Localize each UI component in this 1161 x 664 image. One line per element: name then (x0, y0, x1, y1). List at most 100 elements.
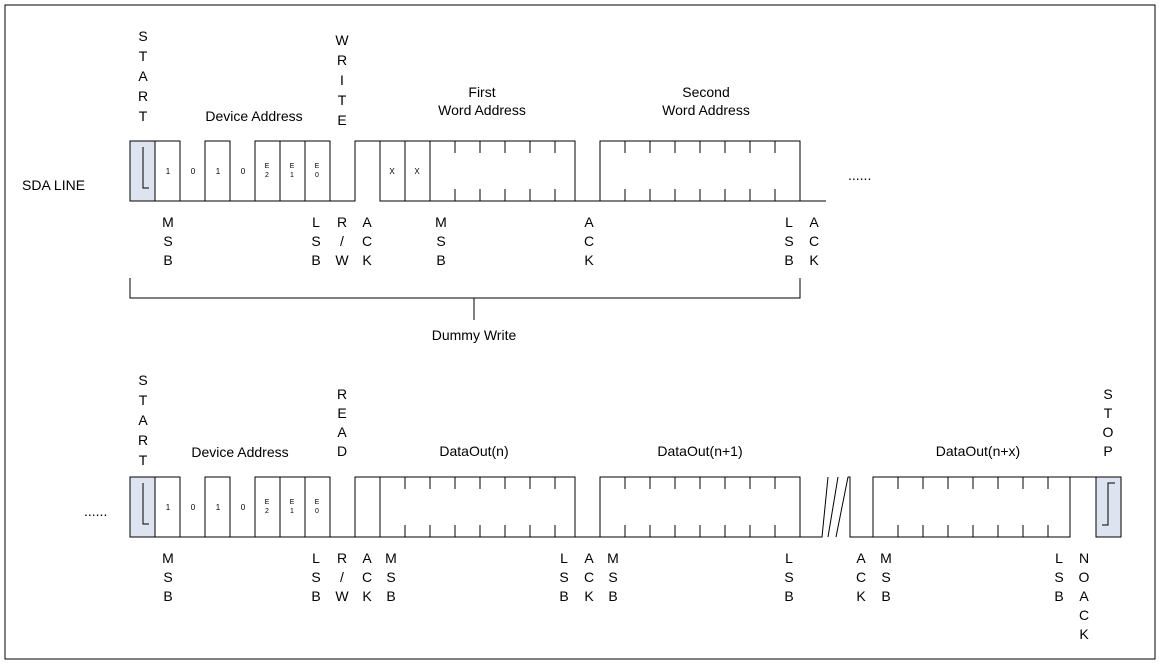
dummy-write-bracket (129, 278, 801, 320)
svg-text:S: S (608, 569, 617, 585)
svg-text:K: K (809, 252, 819, 268)
svg-text:A: A (138, 412, 148, 428)
svg-text:P: P (1103, 443, 1112, 459)
svg-text:2: 2 (265, 508, 269, 515)
svg-text:M: M (385, 550, 397, 566)
svg-text:A: A (856, 550, 866, 566)
data-out-nx-bits (872, 476, 1096, 538)
svg-text:K: K (584, 588, 594, 604)
svg-text:I: I (340, 72, 344, 88)
start-label-read: S T A R T (138, 372, 148, 468)
svg-text:T: T (338, 92, 347, 108)
svg-text:C: C (1079, 607, 1089, 623)
svg-text:A: A (362, 214, 372, 230)
svg-text:/: / (340, 569, 344, 585)
svg-text:B: B (784, 588, 793, 604)
svg-text:L: L (312, 550, 320, 566)
device-address-label-write: Device Address (205, 108, 302, 124)
dummy-write-label: Dummy Write (432, 327, 517, 343)
svg-text:S: S (1054, 569, 1063, 585)
svg-text:D: D (337, 443, 347, 459)
svg-text:B: B (436, 252, 445, 268)
svg-text:E: E (290, 499, 295, 506)
svg-text:W: W (335, 588, 349, 604)
svg-text:A: A (584, 550, 594, 566)
svg-text:R: R (138, 432, 148, 448)
svg-text:T: T (139, 392, 148, 408)
svg-text:C: C (809, 233, 819, 249)
svg-text:E: E (337, 112, 346, 128)
svg-text:K: K (584, 252, 594, 268)
svg-text:R: R (138, 88, 148, 104)
svg-text:B: B (1054, 588, 1063, 604)
bit-markers-write: M S B L S B R / W A C K M S B A C K L S … (162, 214, 819, 268)
svg-text:C: C (362, 569, 372, 585)
svg-text:R: R (337, 52, 347, 68)
read-label: R E A D (337, 386, 347, 459)
svg-text:A: A (362, 550, 372, 566)
svg-text:B: B (311, 252, 320, 268)
svg-text:B: B (163, 588, 172, 604)
svg-text:Word Address: Word Address (662, 102, 750, 118)
svg-text:E: E (315, 163, 320, 170)
outer-frame (4, 4, 1156, 660)
svg-text:S: S (784, 569, 793, 585)
svg-text:K: K (856, 588, 866, 604)
svg-text:O: O (1079, 569, 1090, 585)
svg-text:/: / (340, 233, 344, 249)
device-address-label-read: Device Address (191, 444, 288, 460)
svg-text:X: X (414, 167, 420, 176)
svg-text:0: 0 (315, 172, 319, 179)
svg-text:S: S (138, 28, 147, 44)
svg-text:K: K (362, 588, 372, 604)
second-word-address-bits (599, 140, 826, 202)
svg-text:Word Address: Word Address (438, 102, 526, 118)
device-address-bits-write (154, 140, 381, 202)
svg-text:K: K (1079, 626, 1089, 642)
svg-text:S: S (311, 233, 320, 249)
svg-text:S: S (559, 569, 568, 585)
stop-condition (1095, 476, 1122, 538)
svg-text:B: B (311, 588, 320, 604)
svg-text:L: L (785, 550, 793, 566)
svg-text:T: T (139, 452, 148, 468)
start-condition-write (129, 140, 156, 202)
svg-text:S: S (881, 569, 890, 585)
svg-text:B: B (881, 588, 890, 604)
svg-text:1: 1 (290, 508, 294, 515)
svg-text:0: 0 (241, 503, 246, 512)
svg-text:A: A (337, 424, 347, 440)
write-label: W R I T E (335, 32, 349, 128)
svg-text:L: L (312, 214, 320, 230)
continuation-ellipsis-read: ...... (84, 503, 107, 519)
svg-text:M: M (880, 550, 892, 566)
x-bit-values: X X (389, 167, 420, 176)
svg-text:M: M (162, 550, 174, 566)
start-label-write: S T A R T (138, 28, 148, 124)
data-out-n1-label: DataOut(n+1) (657, 443, 742, 459)
bit-values-write: 1 0 1 0 E 2 E 1 E 0 (166, 163, 320, 179)
svg-text:B: B (559, 588, 568, 604)
svg-text:E: E (337, 405, 346, 421)
svg-text:1: 1 (216, 503, 221, 512)
svg-text:E: E (315, 499, 320, 506)
svg-text:X: X (389, 167, 395, 176)
svg-text:2: 2 (265, 172, 269, 179)
stop-label: S T O P (1103, 386, 1114, 459)
svg-text:0: 0 (315, 508, 319, 515)
svg-text:R: R (337, 386, 347, 402)
second-word-address-label: Second Word Address (662, 84, 750, 118)
svg-text:M: M (435, 214, 447, 230)
svg-text:A: A (138, 68, 148, 84)
svg-text:T: T (139, 48, 148, 64)
svg-text:R: R (337, 550, 347, 566)
svg-text:S: S (163, 569, 172, 585)
svg-text:S: S (386, 569, 395, 585)
svg-text:S: S (436, 233, 445, 249)
svg-text:R: R (337, 214, 347, 230)
svg-text:E: E (290, 163, 295, 170)
svg-text:A: A (1079, 588, 1089, 604)
svg-text:E: E (265, 163, 270, 170)
svg-text:W: W (335, 32, 349, 48)
data-out-n1-bits (599, 476, 829, 538)
